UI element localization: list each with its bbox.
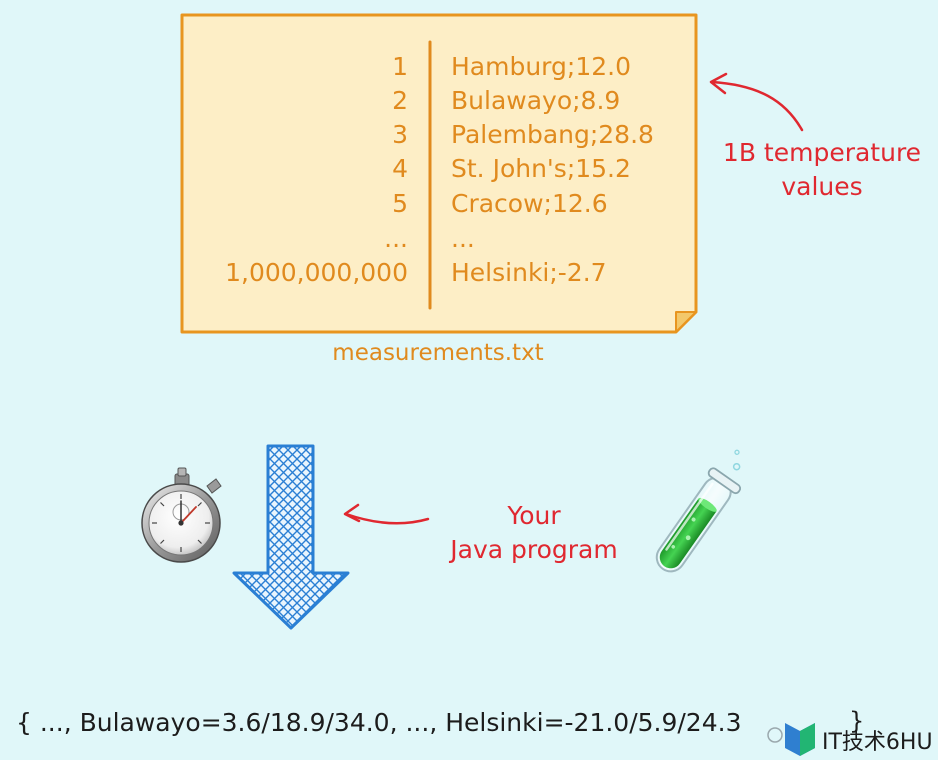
program-annotation-line: Your bbox=[506, 501, 561, 530]
measurement-line: Cracow;12.6 bbox=[451, 189, 608, 218]
measurement-line: ... bbox=[451, 224, 475, 253]
test-tube-rim bbox=[707, 467, 742, 495]
program-annotation-line: Java program bbox=[448, 535, 617, 564]
note-folded-corner bbox=[675, 311, 697, 333]
measurement-line: St. John's;15.2 bbox=[451, 154, 631, 183]
line-number: 2 bbox=[392, 86, 408, 115]
result-closing-brace: } bbox=[849, 707, 864, 735]
watermark-text: IT技术6HU bbox=[822, 730, 933, 755]
note-filename: measurements.txt bbox=[332, 340, 543, 366]
stopwatch-side-button bbox=[206, 478, 222, 494]
line-number: 1 bbox=[392, 52, 408, 81]
measurement-line: Helsinki;-2.7 bbox=[451, 258, 607, 287]
temperature-annotation-arrow bbox=[710, 80, 804, 132]
test-tube-liquid bbox=[659, 498, 717, 569]
temperature-annotation-line: values bbox=[781, 172, 862, 201]
line-number: 3 bbox=[392, 120, 408, 149]
down-arrow-icon bbox=[232, 444, 350, 630]
watermark: IT技术6HU bbox=[767, 723, 933, 756]
measurement-line: Hamburg;12.0 bbox=[451, 52, 631, 81]
program-annotation-arrow bbox=[344, 512, 430, 525]
measurement-line: Palembang;28.8 bbox=[451, 120, 654, 149]
line-number: 4 bbox=[392, 154, 408, 183]
program-annotation: Your Java program bbox=[448, 501, 617, 564]
line-number: 5 bbox=[392, 189, 408, 218]
measurements-note: 1 2 3 4 5 ... 1,000,000,000 Hamburg;12.0… bbox=[180, 13, 698, 334]
result-output: { ..., Bulawayo=3.6/18.9/34.0, ..., Hels… bbox=[16, 708, 741, 737]
stopwatch-icon bbox=[141, 467, 222, 563]
test-tube-icon bbox=[655, 449, 742, 573]
measurement-line: Bulawayo;8.9 bbox=[451, 86, 620, 115]
temperature-annotation: 1B temperature values bbox=[723, 138, 921, 201]
temperature-annotation-arrowhead bbox=[709, 72, 728, 95]
line-number: ... bbox=[384, 224, 408, 253]
watermark-chat-icon bbox=[767, 727, 783, 743]
line-number: 1,000,000,000 bbox=[225, 258, 408, 287]
temperature-annotation-line: 1B temperature bbox=[723, 138, 921, 167]
stopwatch-hand bbox=[180, 506, 197, 524]
program-annotation-arrowhead bbox=[343, 503, 361, 523]
line-number-column: 1 2 3 4 5 ... 1,000,000,000 bbox=[225, 52, 408, 287]
measurement-lines: Hamburg;12.0 Bulawayo;8.9 Palembang;28.8… bbox=[451, 52, 654, 287]
